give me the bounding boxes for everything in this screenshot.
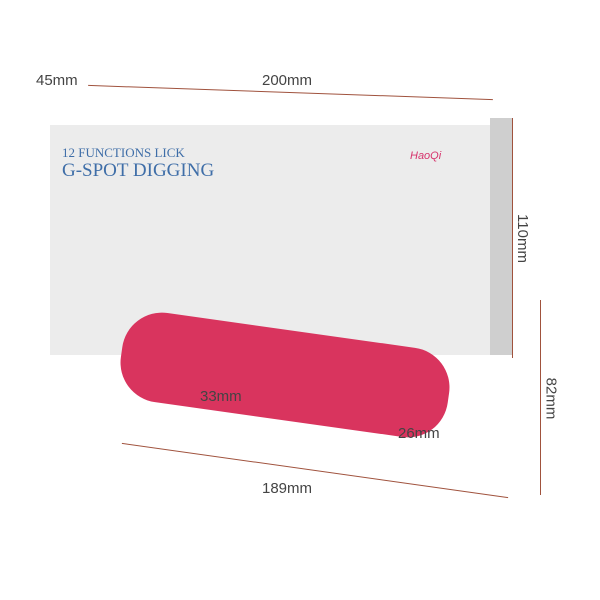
label-ring-diameter: 26mm [398, 425, 440, 442]
label-shaft-diameter: 33mm [200, 388, 242, 405]
dimension-line-product-height [540, 300, 541, 495]
box-front [50, 125, 490, 355]
dimension-line-box-height [512, 118, 513, 358]
dimension-line-length [121, 442, 509, 499]
label-product-length: 189mm [262, 480, 313, 497]
label-product-height: 82mm [542, 377, 560, 420]
box-side [490, 118, 512, 355]
box-title-line1: 12 FUNCTIONS LICK [62, 145, 185, 160]
label-box-height: 110mm [513, 214, 531, 263]
label-box-width: 200mm [262, 72, 313, 89]
box-title-line2: G-SPOT DIGGING [62, 160, 215, 181]
label-box-depth: 45mm [36, 72, 78, 89]
brand-logo: HaoQi [410, 150, 442, 162]
